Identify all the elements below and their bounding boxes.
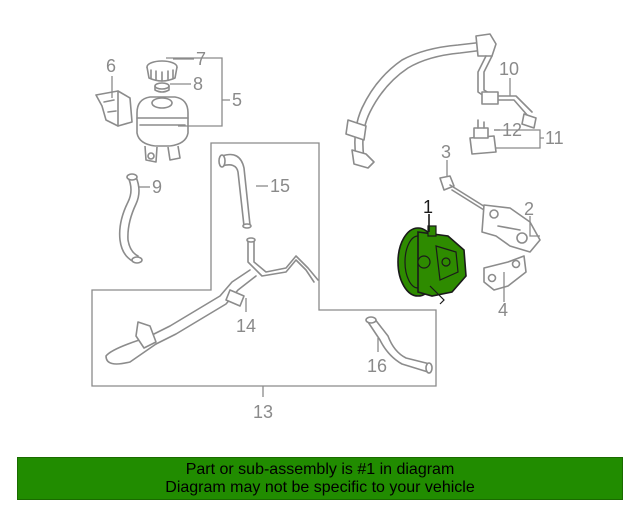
seal[interactable] <box>154 82 170 93</box>
group-13-outline <box>91 142 437 387</box>
callout-9: 9 <box>152 177 162 197</box>
hose-15[interactable] <box>221 153 251 227</box>
callout-12: 12 <box>502 120 522 140</box>
reservoir-cap[interactable] <box>146 60 178 82</box>
callout-3: 3 <box>441 142 451 162</box>
pressure-sensor[interactable] <box>469 119 497 155</box>
callout-5: 5 <box>232 90 242 110</box>
pump-bracket[interactable] <box>481 204 541 253</box>
power-steering-pump[interactable] <box>397 225 467 305</box>
callout-4: 4 <box>498 300 508 320</box>
hose-16[interactable] <box>367 317 431 373</box>
callout-15: 15 <box>270 176 290 196</box>
callout-13: 13 <box>253 402 273 422</box>
callout-1: 1 <box>423 197 433 217</box>
info-banner: Part or sub-assembly is #1 in diagram Di… <box>17 457 623 500</box>
callout-10: 10 <box>499 59 519 79</box>
leader-11 <box>494 129 544 149</box>
callout-8: 8 <box>193 74 203 94</box>
lower-bracket[interactable] <box>483 255 527 291</box>
hose-9[interactable] <box>118 176 140 263</box>
callout-16: 16 <box>367 356 387 376</box>
reservoir[interactable] <box>136 96 189 163</box>
banner-line-2: Diagram may not be specific to your vehi… <box>165 479 475 496</box>
callout-14: 14 <box>236 316 256 336</box>
callout-2: 2 <box>524 199 534 219</box>
reservoir-bracket[interactable] <box>95 90 133 127</box>
pressure-hose[interactable] <box>345 33 537 169</box>
callout-7: 7 <box>196 49 206 69</box>
banner-line-1: Part or sub-assembly is #1 in diagram <box>185 461 455 478</box>
callout-6: 6 <box>106 56 116 76</box>
leader-2 <box>529 216 540 237</box>
callout-11: 11 <box>545 128 564 148</box>
parts-diagram: 1 2 3 4 5 6 7 8 9 10 11 12 13 14 15 16 <box>91 33 564 422</box>
return-line[interactable] <box>105 237 319 365</box>
leader-5 <box>166 57 230 127</box>
